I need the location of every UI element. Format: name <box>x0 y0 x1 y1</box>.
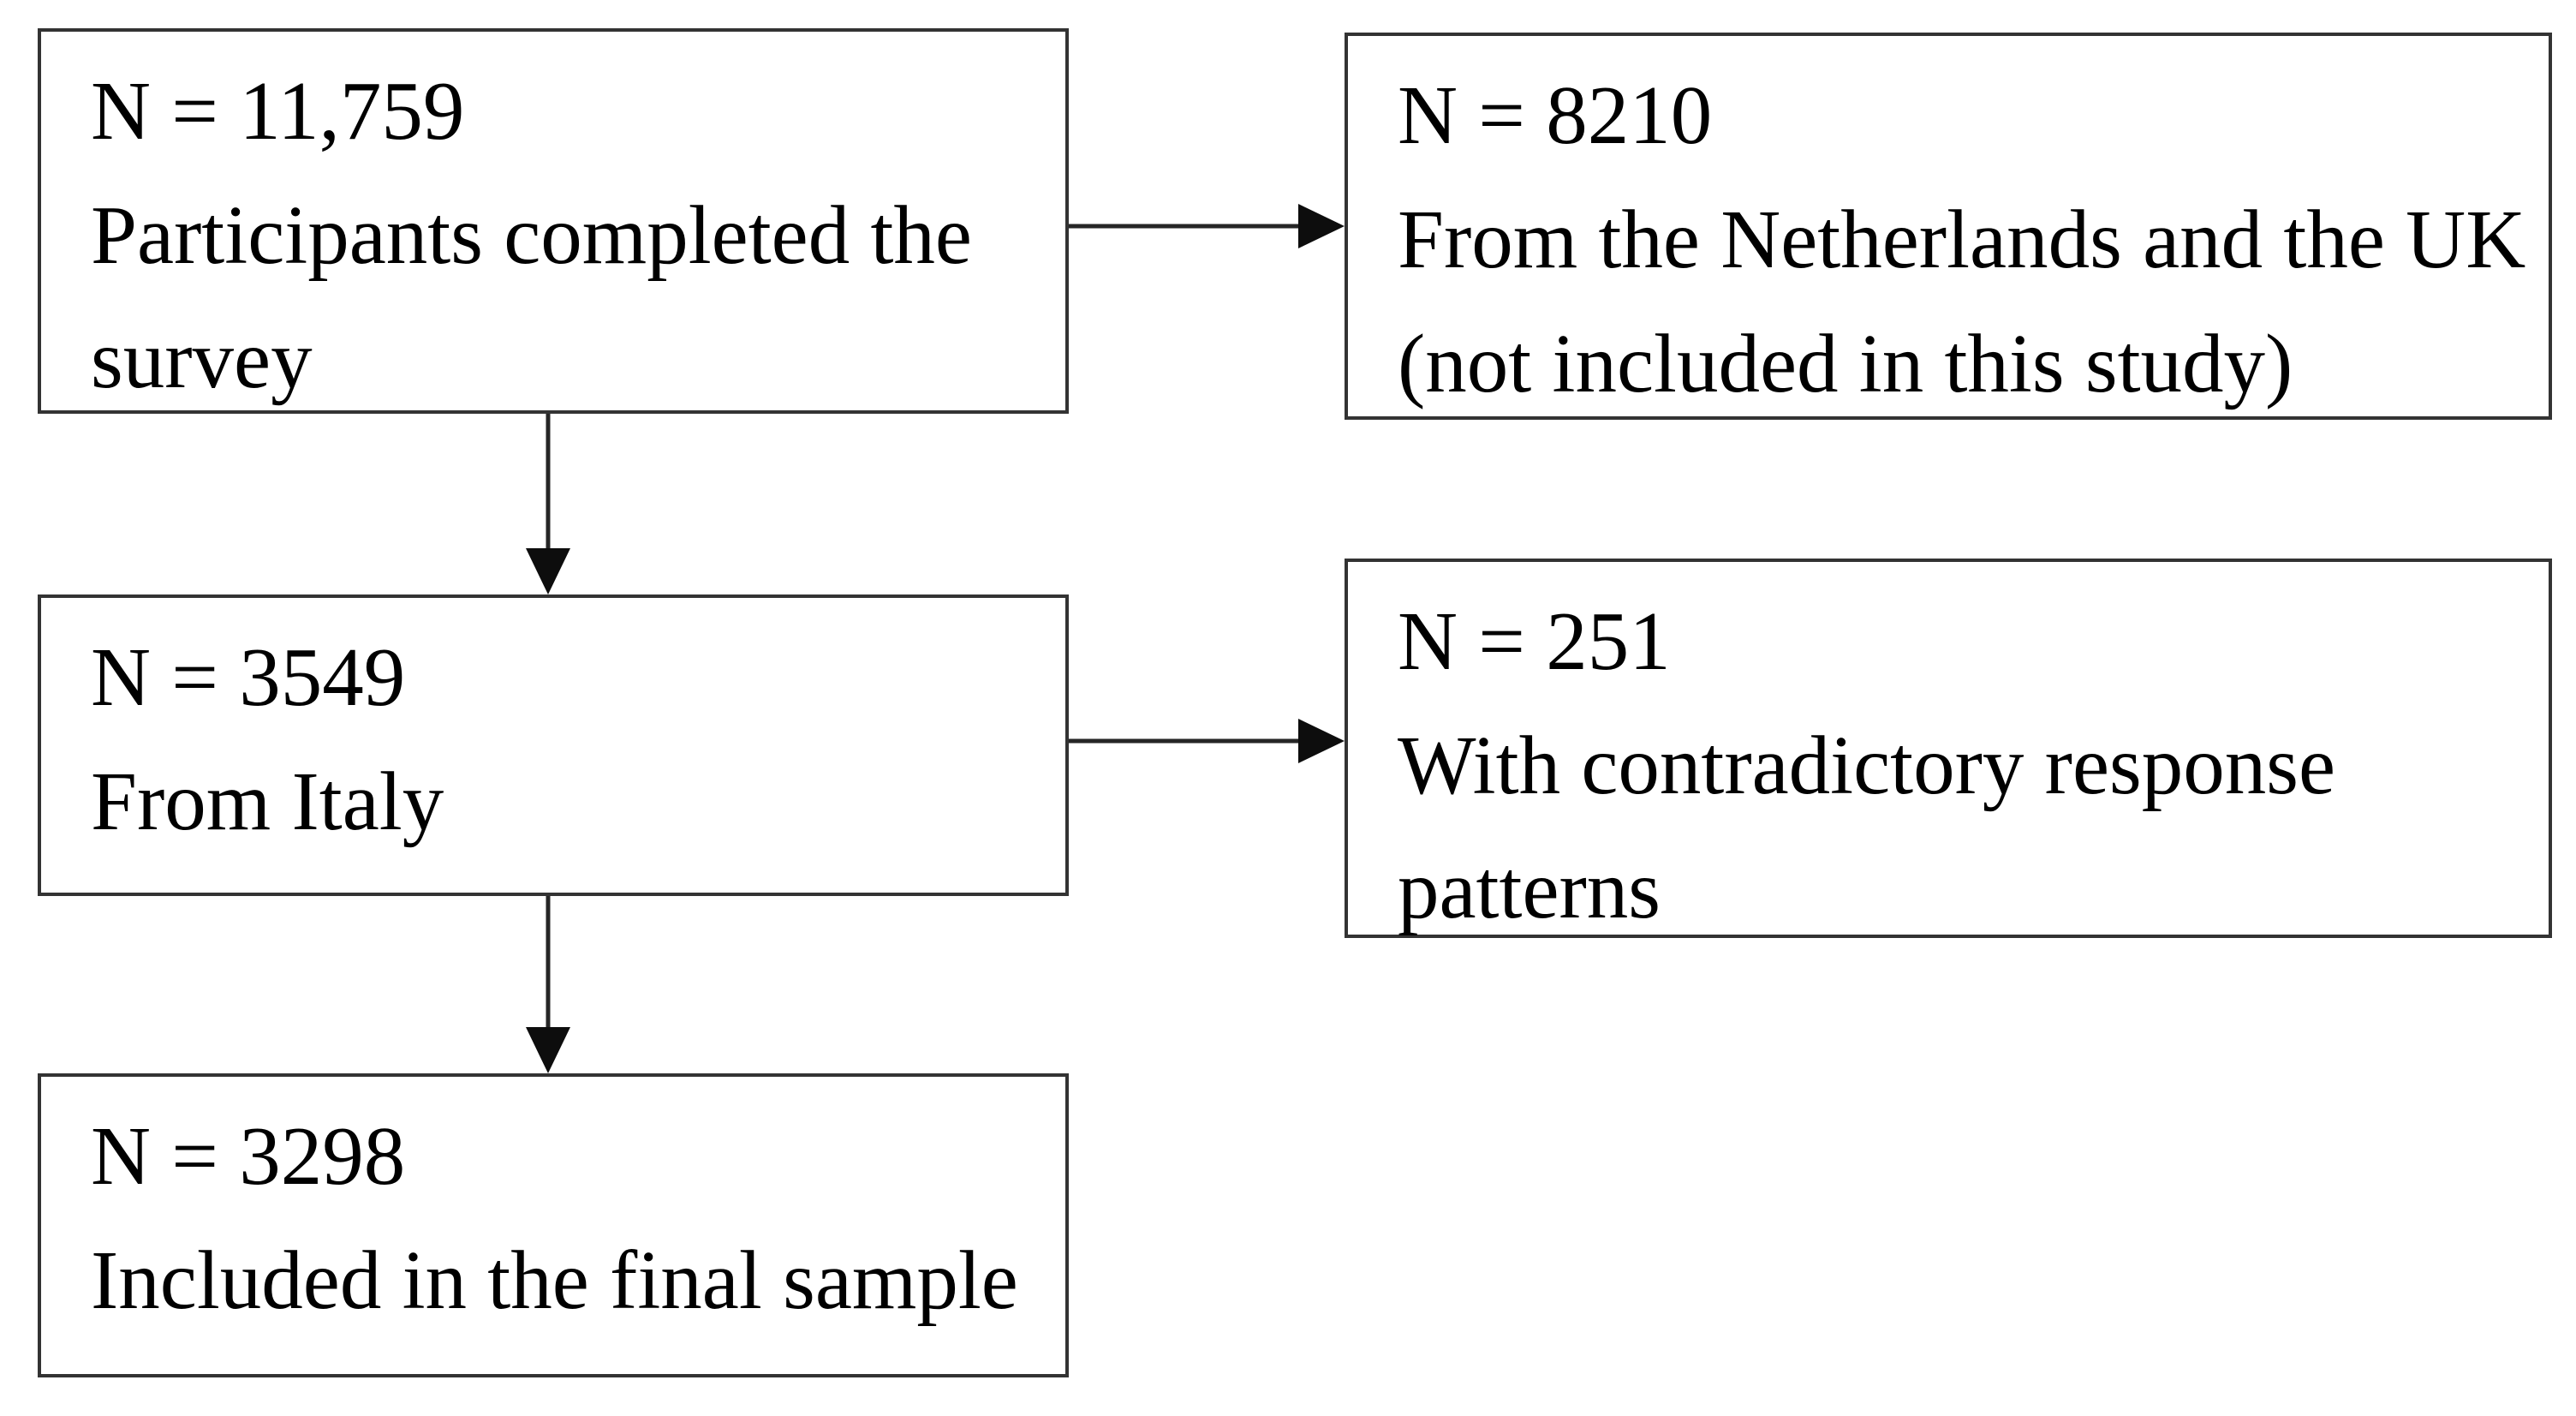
arrow-participants-to-excluded <box>1069 204 1345 248</box>
box-line-text: survey <box>91 314 313 405</box>
box-line-n: N = 8210 <box>1398 69 1713 161</box>
box-line-n: N = 3298 <box>91 1110 406 1202</box>
arrow-participants-to-italy <box>526 414 570 594</box>
flow-box-participants-completed-survey: N = 11,759 Participants completed the su… <box>38 28 1069 414</box>
box-line-text: Included in the final sample <box>91 1234 1018 1326</box>
flow-box-from-italy: N = 3549 From Italy <box>38 594 1069 896</box>
box-line-text: patterns <box>1398 844 1661 935</box>
box-line-n: N = 251 <box>1398 595 1671 687</box>
box-line-text: From Italy <box>91 756 444 847</box>
box-line-text: With contradictory response <box>1398 720 2336 811</box>
arrow-italy-to-contradictory <box>1069 719 1345 763</box>
box-line-n: N = 11,759 <box>91 65 465 157</box>
flow-box-included-final-sample: N = 3298 Included in the final sample <box>38 1073 1069 1377</box>
flow-box-contradictory-response-patterns: N = 251 With contradictory response patt… <box>1345 559 2552 938</box>
box-line-text: Participants completed the <box>91 189 972 281</box>
box-line-text: (not included in this study) <box>1398 318 2293 409</box>
box-line-text: From the Netherlands and the UK <box>1398 194 2526 285</box>
flow-box-excluded-netherlands-uk: N = 8210 From the Netherlands and the UK… <box>1345 33 2552 420</box>
box-line-n: N = 3549 <box>91 631 406 723</box>
arrow-italy-to-final <box>526 896 570 1073</box>
